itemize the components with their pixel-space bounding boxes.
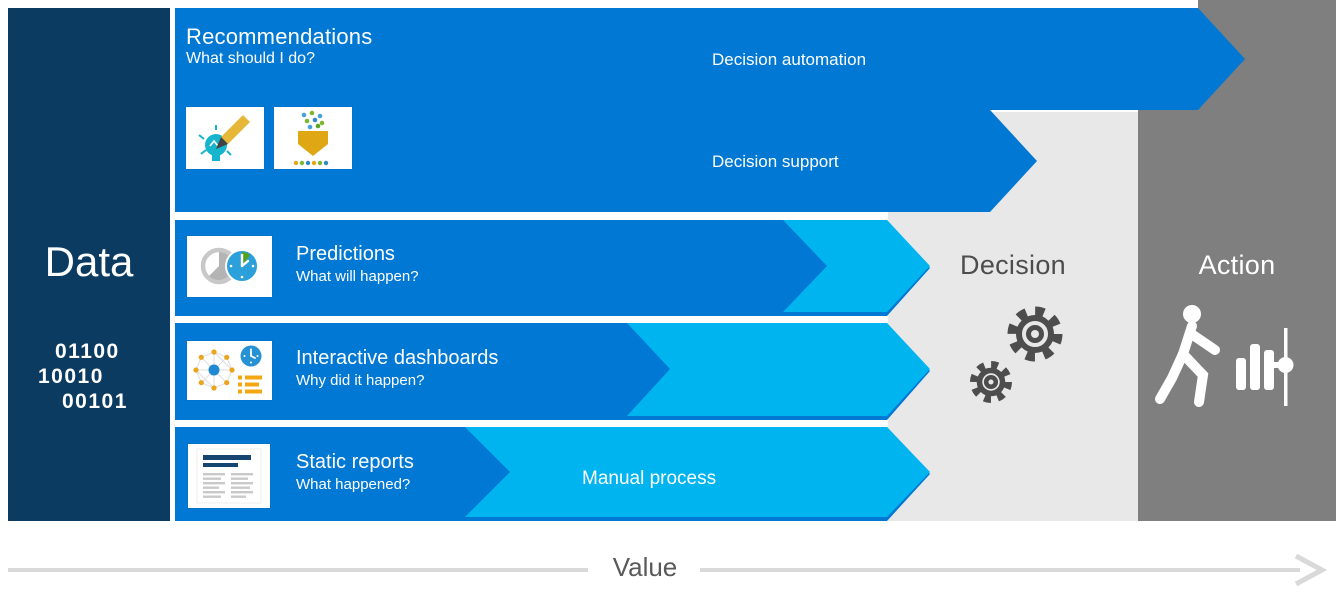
- walking-person-icon: [1155, 305, 1220, 407]
- value-arrowhead-icon: [1294, 553, 1328, 587]
- static-reports-subtitle: What happened?: [296, 476, 411, 493]
- top-margin-strip: [0, 0, 1198, 8]
- action-icons: [1155, 305, 1294, 407]
- dashboards-subtitle: Why did it happen?: [296, 372, 425, 389]
- idea-card: [186, 107, 264, 169]
- predictions-subtitle: What will happen?: [296, 268, 419, 285]
- dashboards-labels: Interactive dashboards Why did it happen…: [296, 347, 498, 389]
- action-panel-title: Action: [1198, 250, 1276, 280]
- binary-line-1: 01100: [55, 340, 120, 363]
- recommendations-title: Recommendations: [186, 24, 373, 49]
- static-reports-labels: Static reports What happened?: [296, 451, 414, 493]
- decision-panel-title: Decision: [960, 250, 1066, 280]
- static-reports-title: Static reports: [296, 451, 414, 473]
- decision-support-label: Decision support: [712, 152, 839, 171]
- manual-process-cyan-arrow: [465, 427, 930, 517]
- binary-line-3: 00101: [62, 390, 128, 413]
- predictions-card: [187, 236, 272, 297]
- data-panel-title: Data: [44, 238, 134, 285]
- data-panel-bg: [8, 8, 170, 521]
- bar-chart-slider-icon: [1236, 328, 1294, 406]
- binary-line-2: 10010: [38, 365, 104, 388]
- value-label: Value: [612, 552, 678, 582]
- lightbulb-pencil-icon: [198, 115, 250, 161]
- value-arrow: [700, 553, 1328, 587]
- value-line-left: [8, 568, 588, 572]
- gears-icon: [970, 306, 1063, 403]
- recommendations-subtitle: What should I do?: [186, 50, 315, 67]
- dashboards-cyan-arrow: [627, 323, 930, 416]
- clocks-icon: [200, 247, 259, 285]
- funnel-dots-icon: [293, 110, 329, 166]
- predictions-labels: Predictions What will happen?: [296, 243, 419, 285]
- predictions-band: [175, 220, 930, 316]
- network-graph-icon: [193, 345, 262, 394]
- recommendations-arrows-shape: [175, 8, 1245, 212]
- dashboards-title: Interactive dashboards: [296, 347, 499, 369]
- predictions-title: Predictions: [296, 243, 395, 265]
- static-reports-card: [188, 444, 270, 508]
- filter-card: [274, 107, 352, 169]
- dashboards-card: [187, 341, 272, 400]
- manual-process-label: Manual process: [582, 468, 717, 489]
- list-icon: [238, 375, 262, 394]
- decision-automation-label: Decision automation: [712, 50, 867, 69]
- predictions-cyan-arrow: [783, 220, 930, 312]
- document-report-icon: [196, 448, 262, 504]
